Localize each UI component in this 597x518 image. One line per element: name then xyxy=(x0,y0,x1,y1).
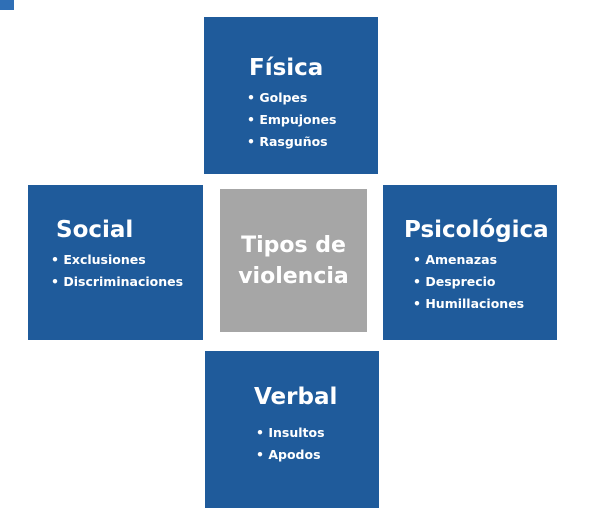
list-item: Humillaciones xyxy=(413,293,524,315)
type-box-verbal: Verbal Insultos Apodos xyxy=(205,351,379,508)
type-box-psicologica: Psicológica Amenazas Desprecio Humillaci… xyxy=(383,185,557,340)
type-title-psicologica: Psicológica xyxy=(404,217,549,243)
type-list-social: Exclusiones Discriminaciones xyxy=(51,249,183,293)
type-list-verbal: Insultos Apodos xyxy=(256,422,325,466)
type-list-fisica: Golpes Empujones Rasguños xyxy=(247,87,336,153)
list-item: Empujones xyxy=(247,109,336,131)
list-item: Amenazas xyxy=(413,249,524,271)
type-title-verbal: Verbal xyxy=(254,384,338,410)
list-item: Desprecio xyxy=(413,271,524,293)
list-item: Apodos xyxy=(256,444,325,466)
type-box-social: Social Exclusiones Discriminaciones xyxy=(28,185,203,340)
list-item: Discriminaciones xyxy=(51,271,183,293)
type-title-social: Social xyxy=(56,217,134,243)
center-title: Tipos de violencia xyxy=(238,230,349,292)
list-item: Insultos xyxy=(256,422,324,444)
center-box: Tipos de violencia xyxy=(220,189,367,332)
center-title-line-2: violencia xyxy=(238,263,349,289)
type-title-fisica: Física xyxy=(249,55,324,81)
list-item: Golpes xyxy=(247,87,336,109)
type-box-fisica: Física Golpes Empujones Rasguños xyxy=(204,17,378,174)
list-item: Rasguños xyxy=(247,131,336,153)
center-title-line-1: Tipos de xyxy=(241,232,346,258)
type-list-psicologica: Amenazas Desprecio Humillaciones xyxy=(413,249,524,315)
corner-accent xyxy=(0,0,14,10)
list-item: Exclusiones xyxy=(51,249,183,271)
